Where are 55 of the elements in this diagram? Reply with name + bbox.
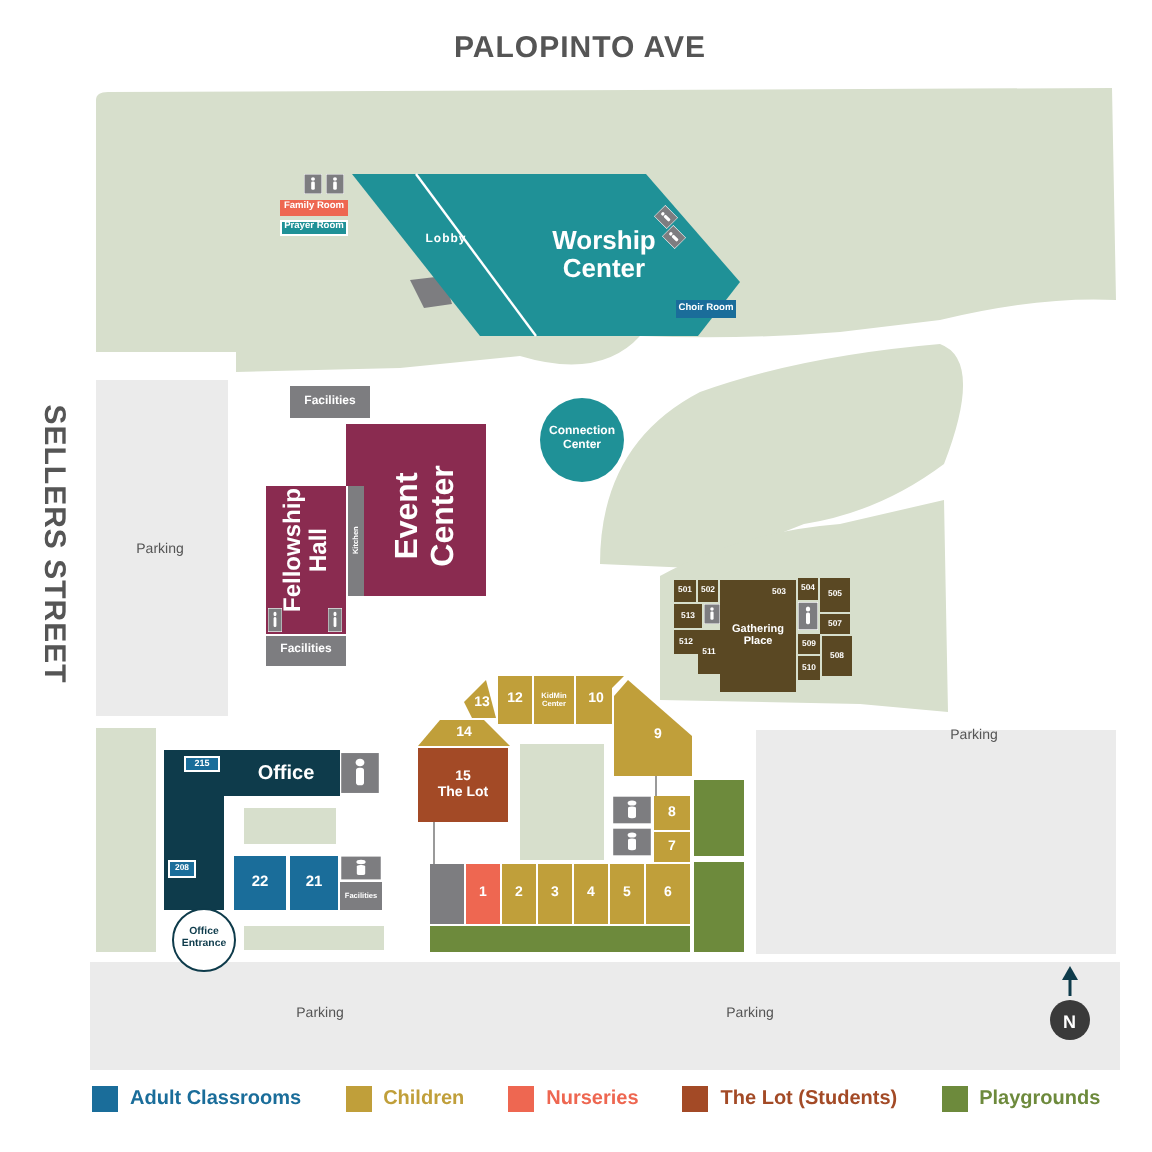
building-block [346,424,486,596]
room-block [674,604,702,628]
room-block [822,636,852,676]
room-block [168,860,196,878]
room-block [498,676,532,724]
entrance-circle [172,908,236,972]
room-block [348,486,364,596]
legend-label: Playgrounds [979,1088,1101,1110]
playground-area [430,926,690,952]
room-block [798,634,820,654]
room-block [280,220,348,236]
compass-letter: N [1063,1012,1077,1032]
room-label: Event Center [390,463,462,571]
playground-area [694,780,744,856]
building-block [266,486,346,634]
room-block [654,796,690,830]
room-label: Fellowship Hall [279,488,333,612]
room-block [610,864,644,924]
room-block [654,832,690,862]
playground-area [694,862,744,952]
walkway-line [655,775,657,797]
room-block [502,864,536,924]
building-circle [540,398,624,482]
street-name: PALOPINTO AVE [454,31,706,65]
walkway-line [433,821,435,865]
legend-label: Nurseries [546,1088,639,1110]
room-block [820,578,850,612]
room-block [798,656,820,680]
room-block [538,864,572,924]
legend-label: Children [383,1088,465,1110]
room-block [340,882,382,910]
street-name: SELLERS STREET [37,404,71,684]
room-block [698,580,718,602]
room-block [820,614,850,634]
room-block [430,864,464,924]
room-block [646,864,690,924]
room-block [674,630,698,654]
building-block [720,580,796,692]
room-block [576,676,624,724]
room-block [574,864,608,924]
room-block [234,856,286,910]
room-block [798,578,818,600]
room-block [674,580,696,602]
room-label: Office [257,763,315,785]
room-block [290,856,338,910]
legend-label: Adult Classrooms [130,1088,302,1110]
room-block [184,756,220,772]
room-block [418,748,508,822]
room-label: Worship Center [550,227,658,285]
room-block [534,676,574,724]
room-block [464,680,496,718]
room-block [290,386,370,418]
legend-label: The Lot (Students) [720,1088,898,1110]
room-block [466,864,500,924]
room-block [266,636,346,666]
